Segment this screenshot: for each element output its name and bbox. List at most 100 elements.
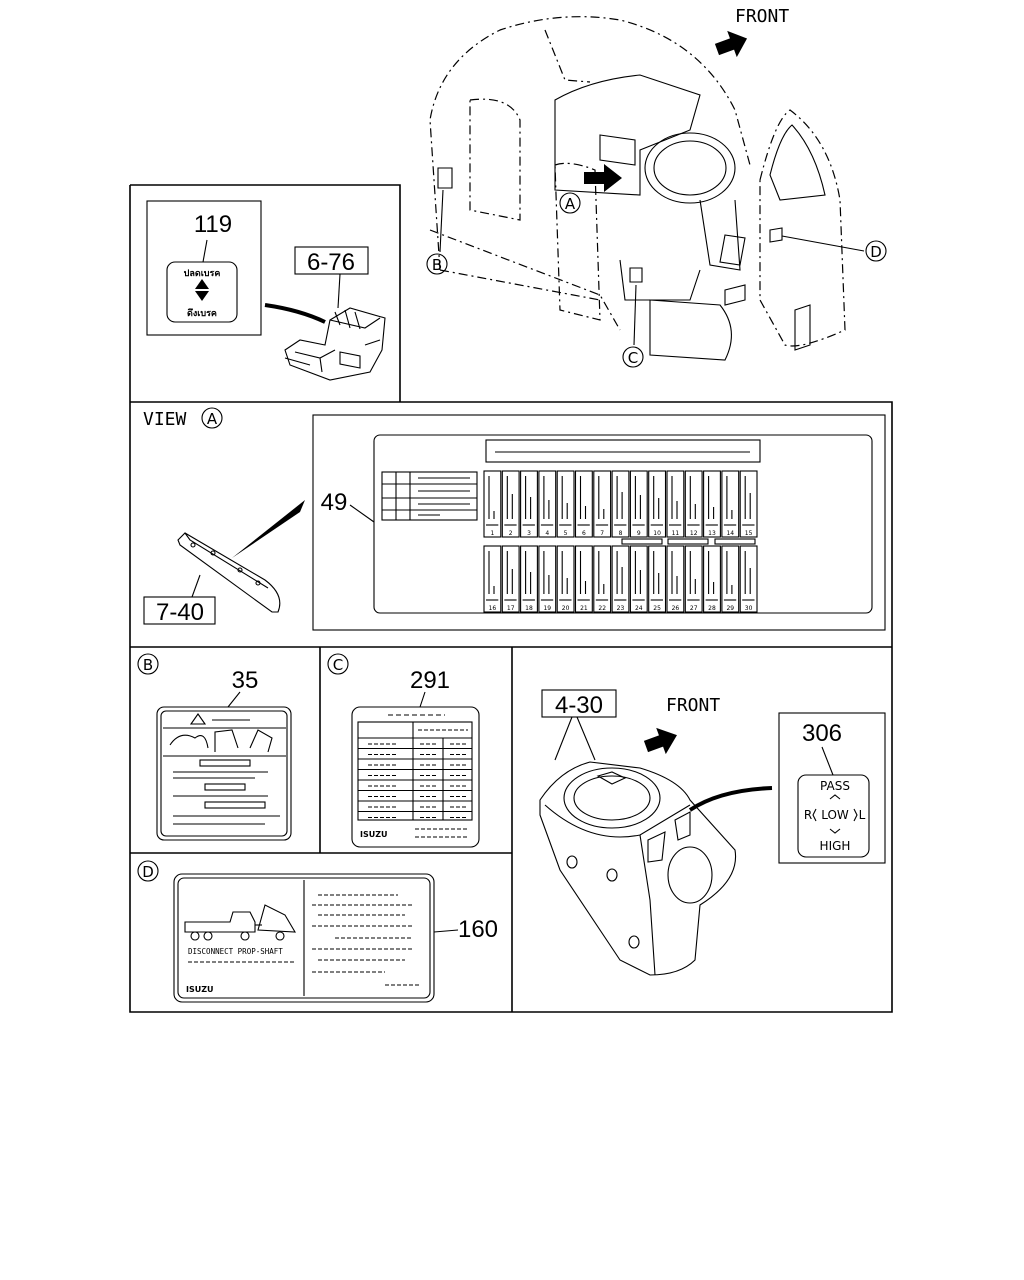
fuse-slot: 6	[574, 470, 593, 538]
callout-c-top: C	[622, 346, 644, 368]
callout-a-view: A	[207, 410, 218, 428]
label-35	[156, 706, 292, 841]
view-label: VIEW	[143, 409, 187, 430]
fuse-number: 18	[525, 605, 533, 612]
view-direction-arrow	[584, 164, 622, 192]
leader-arrow	[264, 303, 326, 324]
fuse-number: 4	[545, 530, 549, 537]
panel-c: C 291 ISUZU	[327, 653, 480, 848]
fuse-number: 21	[580, 605, 588, 612]
chevron-up-icon	[829, 794, 841, 800]
fuse-number: 8	[619, 530, 623, 537]
chevron-left-icon	[812, 808, 817, 822]
part-ref-160: 160	[458, 916, 498, 943]
fuse-slot: 28	[703, 545, 721, 613]
fuse-slot: 10	[648, 470, 667, 538]
callout-a-top: A	[559, 192, 581, 214]
fuse-slot: 18	[520, 545, 538, 613]
fuse-slot: 23	[611, 545, 630, 613]
fuse-slot: 3	[520, 470, 538, 538]
fuse-number: 1	[490, 530, 494, 537]
label-119-bottom-text: ดึงเบรค	[187, 308, 217, 319]
arrow-down-icon	[195, 291, 209, 301]
label-306-l: L	[859, 808, 866, 822]
label-291-table	[358, 729, 472, 819]
fuse-number: 11	[672, 530, 680, 537]
part-ref-306: 306	[802, 720, 842, 747]
fuse-slot: 21	[574, 545, 593, 613]
tow-truck-pictogram	[184, 904, 296, 941]
fuse-number: 20	[562, 605, 570, 612]
part-ref-291: 291	[410, 667, 450, 694]
label-160	[173, 873, 435, 1003]
leader-arrow-306	[688, 786, 773, 812]
fuse-number: 6	[582, 530, 586, 537]
label-306-low: LOW	[821, 808, 849, 822]
part-ref-6-76: 6-76	[307, 249, 355, 276]
fuse-slot: 14	[721, 470, 740, 538]
panel-parking-brake: 119 ปลดเบรค ดึงเบรค 6-76	[146, 200, 386, 381]
label-306-pass: PASS	[820, 779, 850, 793]
fuse-number: 17	[507, 605, 515, 612]
fuse-number: 10	[653, 530, 661, 537]
label-160-caption: DISCONNECT PROP-SHAFT	[188, 947, 283, 956]
callout-d-panel: D	[142, 863, 154, 881]
front-arrow-stalk-icon	[643, 727, 677, 755]
fuse-box-cover-drawing	[177, 532, 281, 613]
fuse-slot: 8	[611, 470, 630, 538]
console-drawing	[284, 307, 386, 381]
svg-text:D: D	[870, 243, 882, 261]
fuse-slot: 17	[501, 545, 520, 613]
fuse-number: 25	[653, 605, 661, 612]
front-label-stalk: FRONT	[666, 695, 720, 716]
fuse-slot: 24	[629, 545, 648, 613]
svg-text:A: A	[565, 195, 576, 213]
part-ref-35: 35	[232, 667, 259, 694]
label-119-top-text: ปลดเบรค	[184, 268, 221, 279]
fuse-slot: 25	[648, 545, 667, 613]
fuse-number: 2	[509, 530, 513, 537]
part-ref-49: 49	[321, 489, 348, 516]
svg-text:B: B	[432, 256, 442, 274]
fuse-slot: 4	[538, 470, 557, 538]
fuse-slot: 16	[483, 545, 502, 613]
fuse-number: 13	[708, 530, 716, 537]
svg-text:C: C	[628, 349, 638, 367]
fuse-slot: 30	[739, 545, 758, 613]
panel-b: B 35	[137, 653, 292, 841]
fuse-number: 5	[564, 530, 568, 537]
fuse-number: 15	[745, 530, 753, 537]
label-306	[797, 774, 870, 858]
arrow-up-icon	[195, 279, 209, 289]
fuse-slot: 19	[538, 545, 557, 613]
label-306-r: R	[804, 808, 812, 822]
warning-triangle-icon	[189, 713, 207, 725]
fuse-slot: 26	[666, 545, 685, 613]
cab-overview-drawing	[429, 16, 865, 361]
fuse-number: 22	[598, 605, 606, 612]
callout-d-top: D	[865, 240, 887, 262]
hazard-pictogram-2	[214, 729, 239, 752]
fuse-slot: 13	[703, 470, 721, 538]
leader-wedge	[232, 500, 305, 558]
fuse-number: 19	[543, 605, 551, 612]
part-ref-7-40: 7-40	[156, 599, 204, 626]
fuse-slot: 1	[483, 470, 502, 538]
chevron-right-icon	[853, 808, 858, 822]
callout-b-panel: B	[143, 656, 153, 674]
fuse-slot: 2	[501, 470, 520, 538]
fuse-slot: 12	[684, 470, 703, 538]
fuse-number: 9	[637, 530, 641, 537]
fuse-label-49	[373, 434, 873, 614]
steering-column-cover-drawing	[539, 761, 737, 976]
fuse-slot: 11	[666, 470, 685, 538]
fuse-slot: 20	[556, 545, 575, 613]
hazard-pictogram-3	[249, 729, 273, 753]
fuse-slot: 7	[593, 470, 612, 538]
label-291-brand: ISUZU	[360, 830, 388, 839]
callout-b-top: B	[426, 253, 448, 275]
part-ref-119: 119	[194, 211, 232, 238]
label-119	[166, 261, 238, 323]
